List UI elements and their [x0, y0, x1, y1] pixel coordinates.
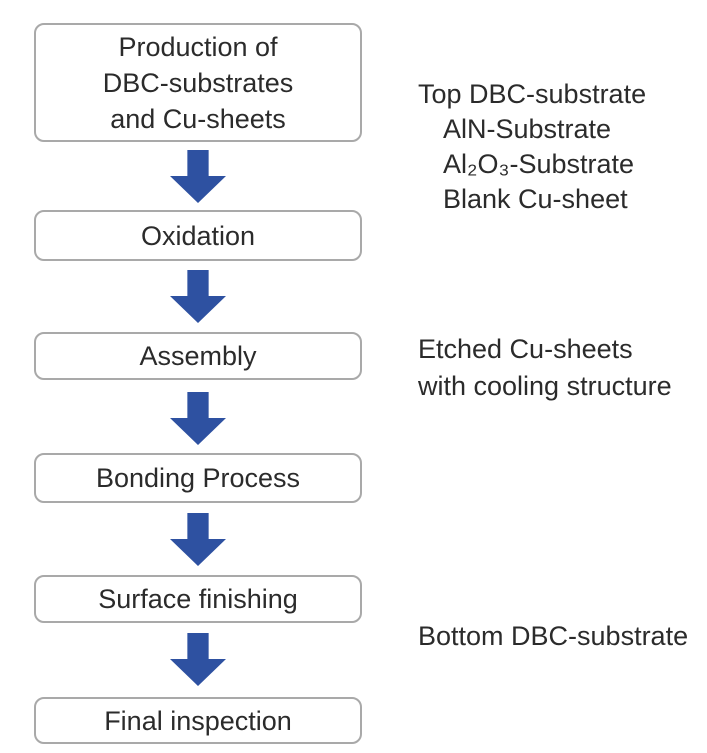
annotation-line: Blank Cu-sheet: [443, 184, 628, 214]
annotation-bottom-dbc-substrate: Bottom DBC-substrate: [418, 618, 688, 655]
flow-step-surface-finishing-box: Surface finishing: [34, 575, 362, 623]
flow-step-assembly-box: Assembly: [34, 332, 362, 380]
flow-step-label: Surface finishing: [98, 584, 298, 614]
down-arrow-icon: [170, 633, 226, 686]
flow-step-label: Production of DBC-substrates and Cu-shee…: [102, 31, 294, 134]
annotation-line: Etched Cu-sheets: [418, 334, 633, 364]
flow-step-label: Assembly: [139, 341, 257, 371]
annotation-line: Bottom DBC-substrate: [418, 621, 689, 651]
down-arrow-icon: [170, 270, 226, 323]
annotation-line: AlN-Substrate: [443, 114, 612, 144]
flow-step-final-inspection-box: Final inspection: [34, 697, 362, 744]
flow-step-label: Oxidation: [140, 220, 256, 251]
flow-step-label: Bonding Process: [95, 463, 301, 493]
down-arrow-icon: [170, 513, 226, 566]
annotation-line: Top DBC-substrate: [418, 79, 647, 109]
flow-step-production-box: Production of DBC-substrates and Cu-shee…: [34, 23, 362, 142]
flow-step-label: Final inspection: [104, 705, 292, 736]
flow-step-bonding-box: Bonding Process: [34, 453, 362, 503]
annotation-line: with cooling structure: [418, 371, 672, 401]
annotation-etched-cu-sheets: Etched Cu-sheets with cooling structure: [418, 331, 672, 405]
annotation-line: Al₂O₃-Substrate: [443, 149, 635, 179]
down-arrow-icon: [170, 150, 226, 203]
annotation-top-dbc-substrate: Top DBC-substrate AlN-Substrate Al₂O₃-Su…: [418, 77, 646, 217]
flow-step-oxidation-box: Oxidation: [34, 210, 362, 261]
down-arrow-icon: [170, 392, 226, 445]
